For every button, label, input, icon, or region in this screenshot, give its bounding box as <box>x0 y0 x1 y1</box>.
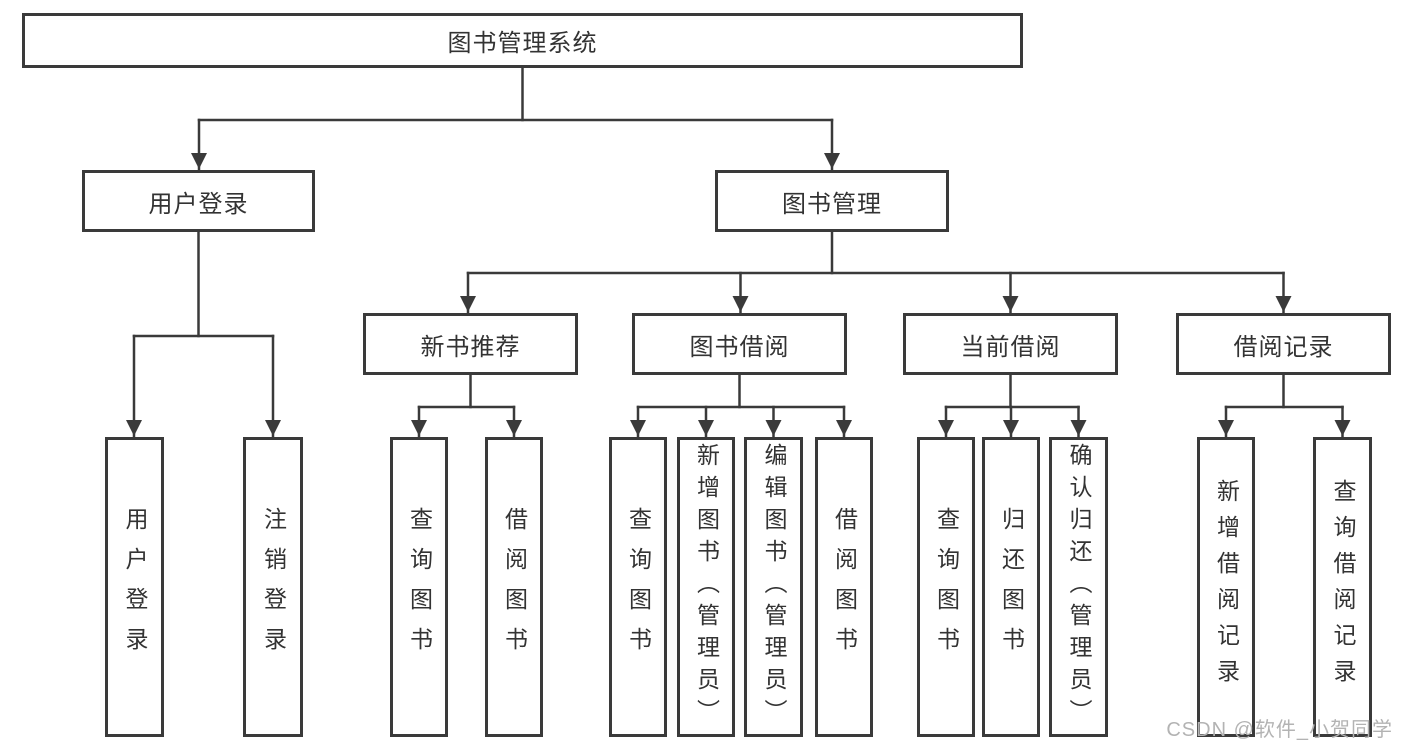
leaf-records-add-record-label: 新增借阅记录 <box>1213 479 1240 695</box>
csdn-watermark: CSDN @软件_小贺同学 <box>1166 719 1393 741</box>
leaf-current-confirm-return-admin-label: 确认归还（管理员） <box>1066 443 1092 731</box>
node-user-login-label: 用户登录 <box>148 190 249 218</box>
leaf-recommend-borrow-books-label: 借阅图书 <box>501 507 528 667</box>
node-current-borrow: 当前借阅 <box>903 313 1118 375</box>
leaf-borrow-query-books: 查询图书 <box>609 437 667 737</box>
leaf-logout-label: 注销登录 <box>260 507 287 667</box>
node-borrow-records-label: 借阅记录 <box>1233 333 1334 361</box>
node-book-borrow: 图书借阅 <box>632 313 847 375</box>
node-book-borrow-label: 图书借阅 <box>689 333 790 361</box>
leaf-borrow-add-books-admin: 新增图书（管理员） <box>677 437 735 737</box>
leaf-borrow-edit-books-admin: 编辑图书（管理员） <box>744 437 803 737</box>
node-user-login: 用户登录 <box>82 170 315 232</box>
node-new-book-recommend-label: 新书推荐 <box>420 333 521 361</box>
leaf-borrow-add-books-admin-label: 新增图书（管理员） <box>693 443 720 731</box>
leaf-current-return-books-label: 归还图书 <box>998 507 1025 667</box>
leaf-borrow-query-books-label: 查询图书 <box>625 507 652 667</box>
node-root: 图书管理系统 <box>22 13 1023 68</box>
leaf-recommend-query-books: 查询图书 <box>390 437 448 737</box>
leaf-recommend-query-books-label: 查询图书 <box>406 507 433 667</box>
leaf-borrow-borrow-books: 借阅图书 <box>815 437 873 737</box>
node-book-management: 图书管理 <box>715 170 949 232</box>
leaf-logout: 注销登录 <box>243 437 303 737</box>
leaf-current-confirm-return-admin: 确认归还（管理员） <box>1049 437 1108 737</box>
leaf-records-add-record: 新增借阅记录 <box>1197 437 1255 737</box>
node-new-book-recommend: 新书推荐 <box>363 313 578 375</box>
leaf-records-query-record: 查询借阅记录 <box>1313 437 1372 737</box>
leaf-current-query-books-label: 查询图书 <box>933 507 960 667</box>
node-current-borrow-label: 当前借阅 <box>960 333 1061 361</box>
leaf-user-login-label: 用户登录 <box>122 507 148 667</box>
leaf-current-query-books: 查询图书 <box>917 437 975 737</box>
leaf-borrow-borrow-books-label: 借阅图书 <box>831 507 858 667</box>
node-borrow-records: 借阅记录 <box>1176 313 1391 375</box>
leaf-recommend-borrow-books: 借阅图书 <box>485 437 543 737</box>
leaf-records-query-record-label: 查询借阅记录 <box>1330 479 1356 695</box>
leaf-borrow-edit-books-admin-label: 编辑图书（管理员） <box>761 443 787 731</box>
leaf-current-return-books: 归还图书 <box>982 437 1040 737</box>
leaf-user-login: 用户登录 <box>105 437 164 737</box>
node-root-label: 图书管理系统 <box>447 30 598 57</box>
node-book-management-label: 图书管理 <box>782 190 882 218</box>
